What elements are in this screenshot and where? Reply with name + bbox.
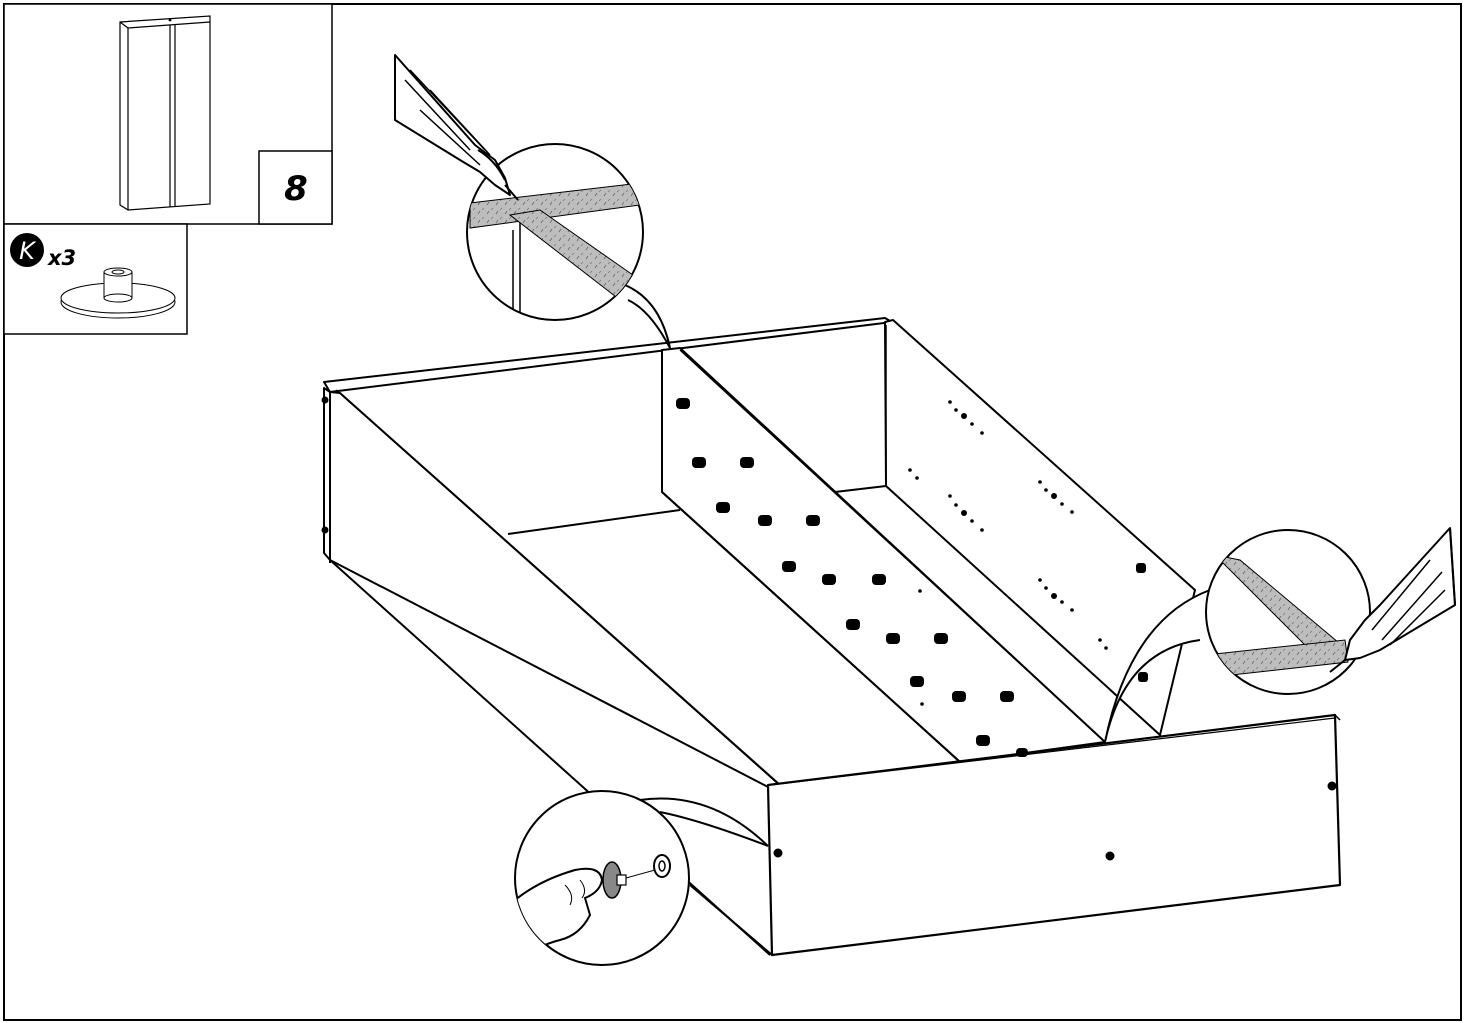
cam-lock	[910, 676, 924, 687]
dowel-hole	[773, 848, 783, 858]
shelf-pin-holes	[908, 400, 1108, 706]
marker-pen-icon	[394, 54, 519, 201]
part-quantity: x3	[47, 246, 76, 270]
cam-lock	[1016, 748, 1028, 757]
cam-lock	[676, 398, 690, 409]
cam-lock	[1136, 563, 1146, 573]
step-number-box	[258, 150, 333, 225]
cam-lock	[1138, 672, 1148, 682]
part-letter-badge	[10, 233, 44, 267]
detail-tape-joint-right	[1104, 529, 1371, 743]
overview-panel: 8	[3, 3, 333, 225]
parts-panel: K x3	[3, 223, 188, 335]
dowel-hole	[321, 526, 329, 534]
detail-tape-joint-left	[466, 143, 671, 349]
marker-pen-icon	[1329, 527, 1456, 673]
cam-lock	[782, 561, 796, 572]
step-number: 8	[284, 169, 308, 209]
front-side-panel	[766, 713, 1342, 957]
cam-lock	[872, 574, 886, 585]
cam-lock	[740, 457, 754, 468]
cam-lock	[934, 633, 948, 644]
cam-lock	[806, 515, 820, 526]
wardrobe-thumbnail	[119, 15, 211, 211]
cam-lock	[1000, 691, 1014, 702]
cam-lock	[886, 633, 900, 644]
cam-lock	[952, 691, 966, 702]
wardrobe-carcass	[321, 317, 1342, 957]
page-frame	[3, 3, 1462, 1021]
cam-lock	[716, 502, 730, 513]
adjustable-foot-icon	[60, 267, 176, 319]
part-letter: K	[19, 237, 37, 265]
dowel-hole	[321, 396, 329, 404]
cam-lock-fittings	[676, 398, 1148, 757]
adhesive-tape-strip	[1206, 639, 1349, 679]
cam-lock	[846, 619, 860, 630]
cam-lock	[692, 457, 706, 468]
cam-lock	[976, 735, 990, 746]
dowel-hole	[1327, 781, 1337, 791]
detail-cover-cap	[514, 790, 769, 966]
dowel-hole	[1105, 851, 1115, 861]
cam-lock	[822, 574, 836, 585]
cam-lock	[758, 515, 772, 526]
